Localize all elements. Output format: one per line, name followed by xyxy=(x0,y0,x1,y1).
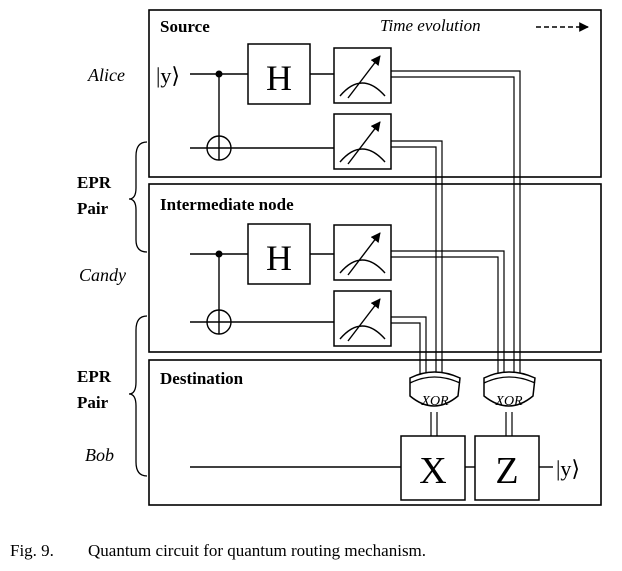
intermediate-section-box xyxy=(148,183,602,353)
xor-label-right: XOR xyxy=(494,394,523,409)
epr-pair-1-line2: Pair xyxy=(77,199,109,218)
pauli-z-gate xyxy=(474,435,540,501)
hadamard-label-source: H xyxy=(266,58,292,98)
xor-gate-right xyxy=(483,371,536,407)
classical-wires xyxy=(391,70,521,436)
destination-section-box xyxy=(148,359,602,506)
xor-label-left: XOR xyxy=(420,394,449,409)
hadamard-label-intermediate: H xyxy=(266,238,292,278)
hadamard-gate-intermediate xyxy=(247,223,311,285)
measurement-meter-icon xyxy=(333,290,392,347)
epr-pair-2-line1: EPR xyxy=(77,367,112,386)
measurement-meter-icon xyxy=(333,47,392,104)
epr-pair-1-line1: EPR xyxy=(77,173,112,192)
output-state: |y⟩ xyxy=(556,456,580,481)
hadamard-gate-source xyxy=(247,43,311,105)
measurement-meter-icon xyxy=(333,113,392,170)
pauli-x-label: X xyxy=(419,450,446,492)
caption-label: Fig. 9. xyxy=(10,541,54,560)
candy-label: Candy xyxy=(79,265,126,285)
measurement-meter-icon xyxy=(333,224,392,281)
pauli-x-gate xyxy=(400,435,466,501)
alice-label: Alice xyxy=(87,65,125,85)
xor-gate-left-curve xyxy=(409,376,461,384)
input-state: |y⟩ xyxy=(156,63,180,88)
cnot-target-icon xyxy=(206,135,232,161)
cnot-target-icon xyxy=(206,309,232,335)
source-section-box xyxy=(148,9,602,178)
xor-gate-left xyxy=(409,371,461,407)
pauli-z-label: Z xyxy=(495,450,518,492)
time-evolution-label: Time evolution xyxy=(380,16,481,35)
caption-text: Quantum circuit for quantum routing mech… xyxy=(88,541,426,560)
epr-brace-1 xyxy=(128,141,148,253)
source-title: Source xyxy=(160,17,210,36)
intermediate-title: Intermediate node xyxy=(160,195,294,214)
destination-title: Destination xyxy=(160,369,244,388)
xor-gate-right-curve xyxy=(483,376,536,384)
epr-brace-2 xyxy=(128,315,148,477)
epr-pair-2-line2: Pair xyxy=(77,393,109,412)
bob-label: Bob xyxy=(85,445,114,465)
